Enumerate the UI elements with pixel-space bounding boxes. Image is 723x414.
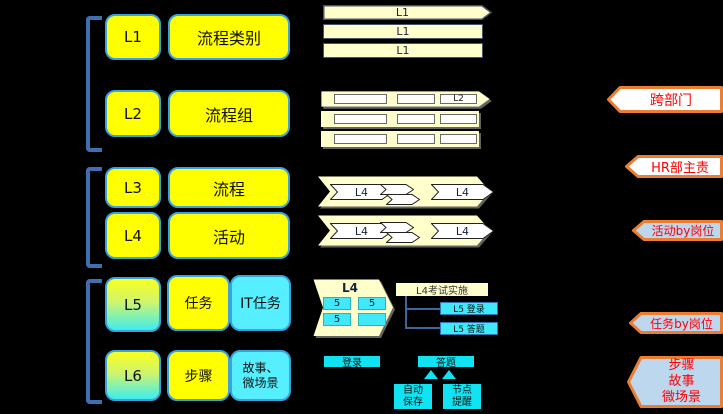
l2-bar-cell xyxy=(334,134,387,144)
callout-cross-department: 跨部门 xyxy=(650,92,692,109)
level-badge-l1: L1 xyxy=(105,14,161,60)
connector-line xyxy=(405,308,440,310)
l4-tag-shape xyxy=(431,223,494,239)
level-name-activity: 活动 xyxy=(168,212,290,259)
l6-login-box: 登录 xyxy=(323,355,381,369)
l4-tag: L4 xyxy=(354,185,369,199)
callout-task-by-position-shape xyxy=(629,312,723,334)
callout-hr-owner-shape xyxy=(625,155,723,178)
l2-bar-cell xyxy=(397,114,435,124)
level-name-process-group: 流程组 xyxy=(168,90,290,137)
l1-bar: L1 xyxy=(323,24,483,39)
callout-step-story-shape xyxy=(627,356,723,408)
connector-line xyxy=(405,296,407,329)
l1-bar: L1 xyxy=(323,43,483,58)
callout-cross-department-shape xyxy=(607,86,723,113)
l5-cell: 5 xyxy=(358,297,386,310)
level-badge-l5: L5 xyxy=(105,277,161,332)
l5-exam-title: L4考试实施 xyxy=(396,283,488,297)
l2-bar-cell xyxy=(397,134,435,144)
l5-l4-container-label: L4 xyxy=(342,281,358,295)
level-name-process-category: 流程类别 xyxy=(168,14,290,60)
l2-bar-cell xyxy=(440,114,477,124)
callout-activity-by-position: 活动by岗位 xyxy=(651,224,715,238)
callout-hr-owner: HR部主责 xyxy=(651,161,709,176)
l5-cell-empty xyxy=(358,313,386,326)
up-triangle-icon xyxy=(424,370,438,379)
level-name-step: 步骤 xyxy=(167,350,230,401)
l4-tag: L4 xyxy=(455,224,470,238)
l2-bar xyxy=(321,131,479,147)
level-badge-l6: L6 xyxy=(105,350,161,401)
l4-tag-shape xyxy=(431,184,494,200)
l6-answer-box: 答题 xyxy=(417,355,475,369)
l2-bar-cell xyxy=(440,134,477,144)
callout-task-by-position: 任务by岗位 xyxy=(650,316,713,331)
l4-tag: L4 xyxy=(354,224,369,238)
l5-cell: 5 xyxy=(323,297,351,310)
up-triangle-icon xyxy=(442,370,456,379)
l2-bar xyxy=(321,111,479,127)
l5-child-answer: L5 答题 xyxy=(440,322,498,335)
callout-step-story: 步骤 故事 微场景 xyxy=(661,357,701,406)
mini-chevron-icon xyxy=(386,232,420,243)
bracket-l5-l6 xyxy=(86,279,102,404)
level-badge-l3: L3 xyxy=(105,167,161,208)
l2-bar-cell xyxy=(334,94,387,104)
l5-cell: 5 xyxy=(323,313,351,326)
connector-line xyxy=(405,327,440,329)
mini-chevron-icon xyxy=(386,194,420,205)
l1-bar-arrow xyxy=(323,5,493,20)
l6-autosave-box: 自动 保存 xyxy=(393,383,433,410)
level-name-story-microscene: 故事、 微场景 xyxy=(230,350,291,401)
l2-bar-cell xyxy=(334,114,387,124)
l5-child-login: L5 登录 xyxy=(440,302,498,315)
callout-activity-by-position-shape xyxy=(632,220,723,241)
l2-tag: L2 xyxy=(440,94,477,104)
bracket-l1-l2 xyxy=(86,16,102,152)
l6-node-remind-box: 节点 提醒 xyxy=(442,383,482,410)
l2-bar-cells: L2 xyxy=(321,91,479,107)
l1-bar-label: L1 xyxy=(395,6,410,19)
l4-tag: L4 xyxy=(455,185,470,199)
level-badge-l4: L4 xyxy=(105,212,161,259)
level-name-it-task: IT任务 xyxy=(230,275,291,331)
bracket-l3-l4 xyxy=(86,167,102,268)
level-name-task: 任务 xyxy=(167,275,230,331)
l2-bar-cell xyxy=(397,94,435,104)
level-badge-l2: L2 xyxy=(105,90,161,137)
level-name-process: 流程 xyxy=(168,167,290,208)
